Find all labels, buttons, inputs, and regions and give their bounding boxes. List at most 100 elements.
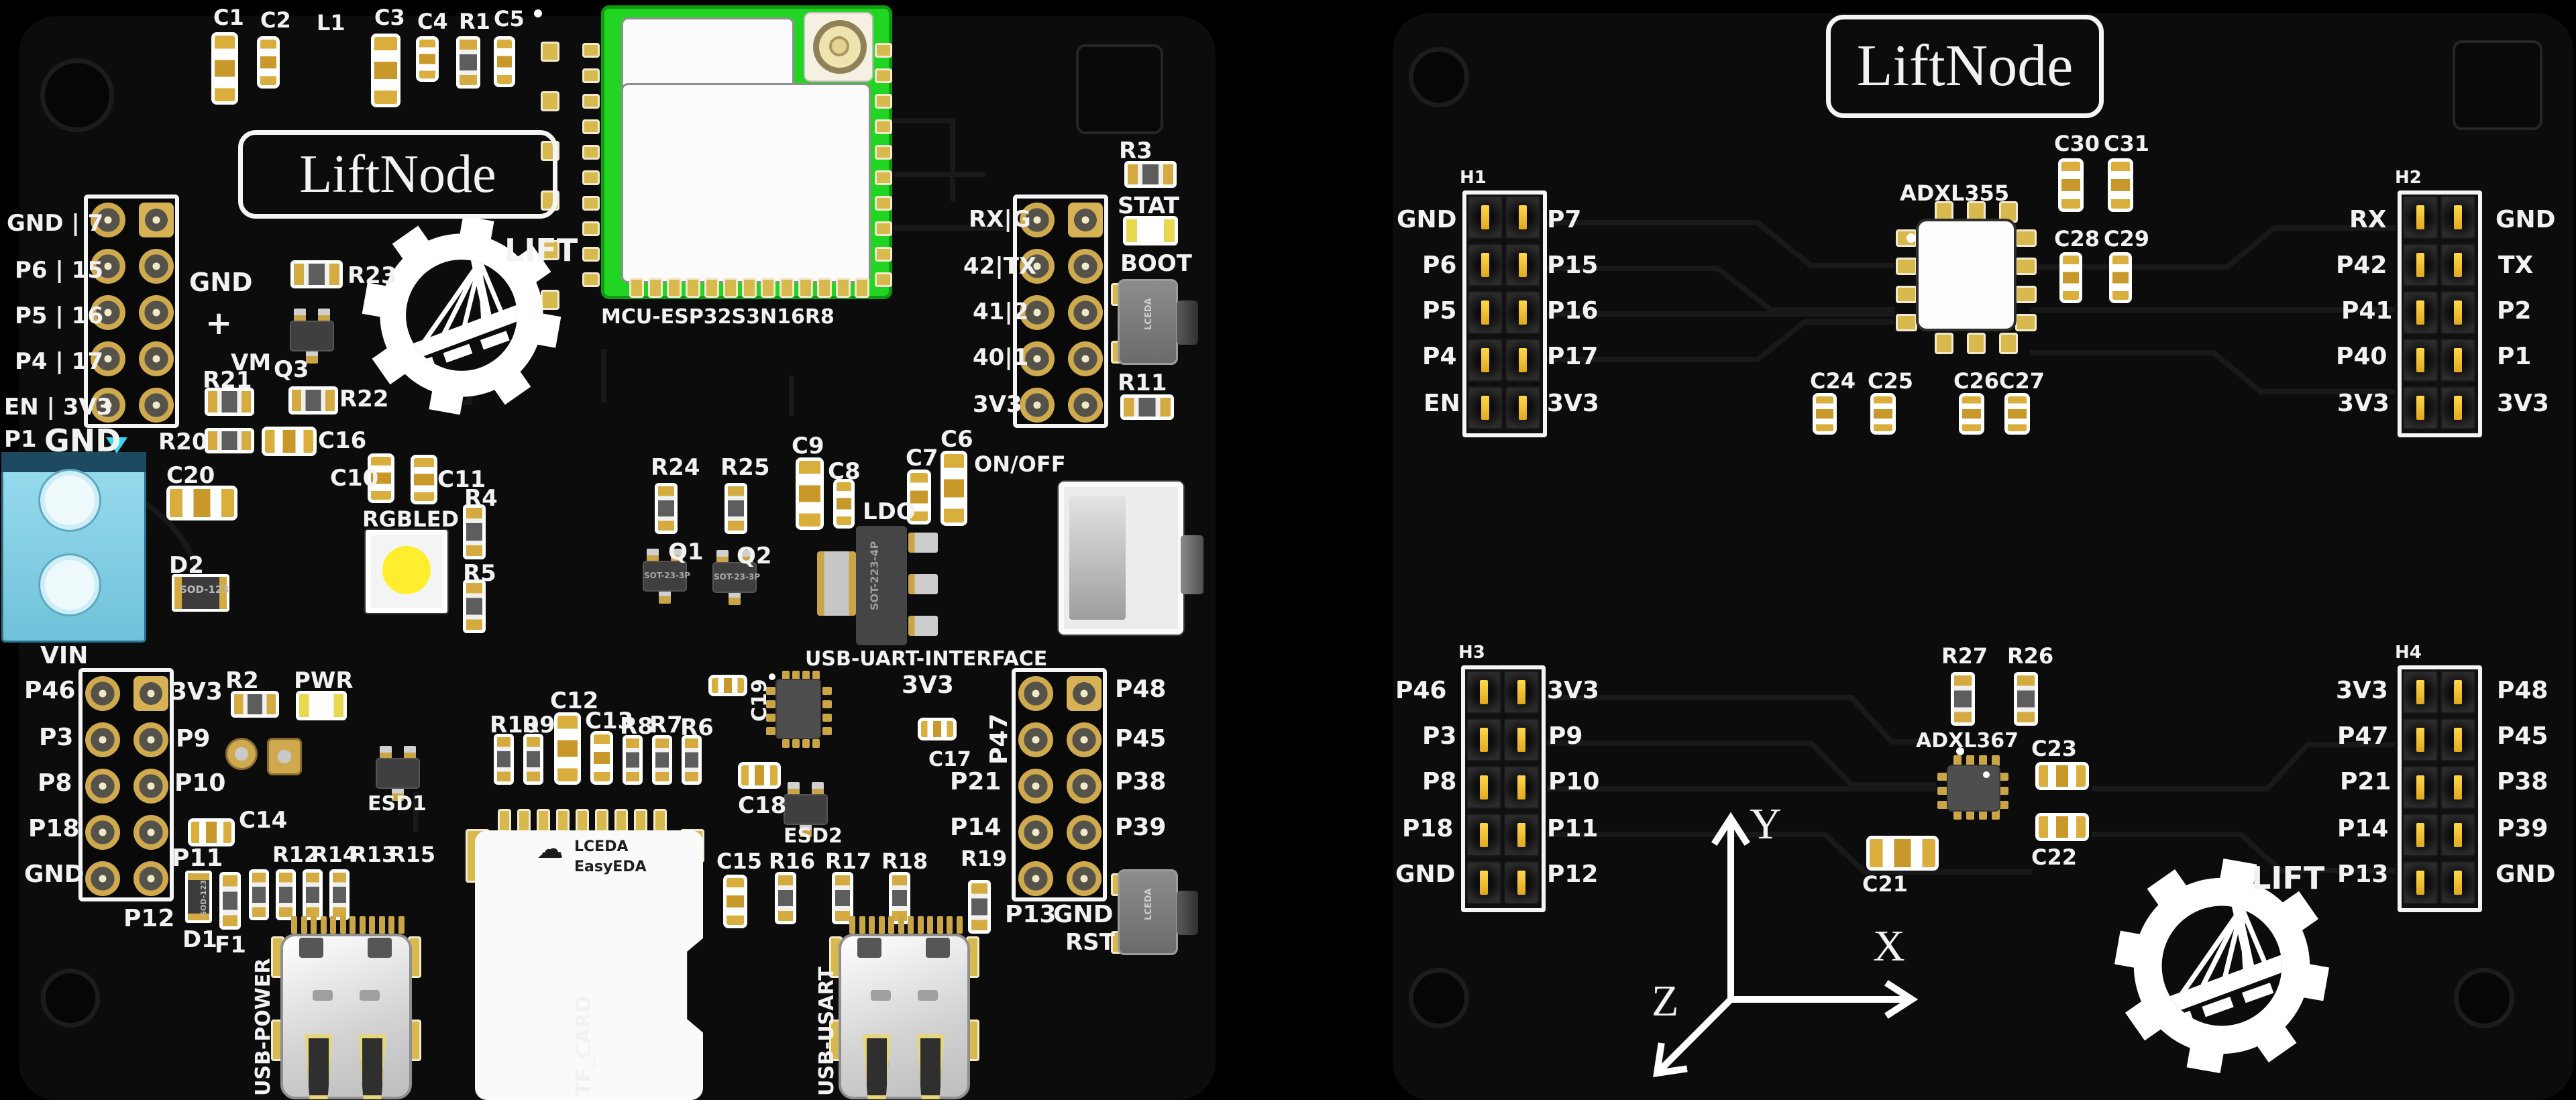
esp-pad [582,94,600,109]
silk-label: C4 [417,9,448,34]
capacitor [494,36,515,87]
fiducial-square [1076,44,1163,134]
socket-pin [1481,300,1489,325]
silk-label: 3V3 [902,671,954,699]
capacitor [1959,393,1984,435]
silk-label: C24 [1810,368,1856,394]
adxl-pad [1896,286,1917,303]
silk-label: P45 [1115,725,1167,753]
esp-pad [582,68,600,83]
silk-label: C6 [941,426,973,453]
adxl-pad [2015,258,2037,275]
socket-pin [2416,823,2424,847]
resistor [456,36,480,89]
silk-label: P17 [1547,343,1599,370]
silk-label: 3V3 [1547,390,1599,417]
uart-pad [812,671,820,679]
sot23-pad [729,592,741,605]
esp-pad [629,278,644,298]
adxl367-pad [1937,773,1948,781]
terminal-screw [40,555,99,614]
silk-label: C19 [748,679,771,722]
esp-pad [798,278,813,298]
socket-pin [2416,680,2424,704]
socket-pin [2454,775,2462,800]
capacitor [2059,252,2082,303]
silk-label: C1 [213,5,244,30]
silk-label: R10 [490,712,539,738]
gear-logo [2114,858,2330,1074]
adxl367-pad [1998,787,2008,795]
silk-label: C26 [1953,368,2000,394]
silk-label: R18 [881,848,928,874]
socket-cell [2440,718,2475,761]
silk-label: ESD1 [368,792,427,816]
silk-label: ADXL355 [1900,180,2010,206]
diode [185,871,212,923]
header-pad [1018,815,1053,850]
esp-pad [855,278,869,298]
usb-pin [360,916,366,934]
socket-pin [2454,823,2462,847]
capacitor [738,762,781,789]
silk-label: H1 [1460,168,1487,188]
adxl-pad [2015,229,2037,247]
silk-label: TF_CARD [572,995,596,1096]
usb-contact [360,990,380,1001]
silk-dot [534,9,542,17]
silk-label: R25 [720,454,770,481]
socket-pin [2454,396,2462,420]
resistor [463,580,486,633]
silk-label: Z [1652,977,1679,1026]
socket-pin [1519,300,1527,325]
mounting-hole [2454,968,2514,1028]
sot23-pad [647,549,659,563]
test-pad [541,91,559,111]
usb-pin [369,916,375,934]
uart-pad [766,727,775,735]
esp-pad [875,272,892,287]
socket-cell [1505,291,1540,334]
silk-label: P14 [950,814,1002,841]
header-pad [1020,388,1055,423]
silk-label: P46 [24,677,76,704]
resistor [288,386,338,415]
header-pad [1067,815,1102,850]
silk-label: C15 [716,848,763,874]
uart-chip [775,679,821,739]
silk-label: L1 [317,10,345,36]
capacitor [918,718,957,740]
pin1-dot [769,673,775,680]
silk-label: GND [1397,206,1457,233]
silk-label: P7 [1547,206,1582,233]
silk-label: R6 [680,714,714,741]
socket-cell [1504,718,1539,761]
capacitor [796,457,824,530]
mounting-hole [1409,47,1469,107]
esp-pad [875,221,892,236]
right-pcb-board [1393,13,2573,1100]
adxl367-chip [1947,765,2000,812]
silk-label: P4 [1422,343,1457,370]
capacitor [1813,393,1837,435]
adxl367-pad [1992,755,2000,766]
silk-label: P12 [1547,861,1599,888]
socket-pin [2454,253,2462,277]
silk-label: C5 [494,6,525,32]
silk-label: R23 [347,262,397,289]
socket-cell [2440,766,2475,809]
resistor [968,880,991,934]
usb-contact [918,990,938,1001]
socket-pin [2416,253,2424,277]
socket-pin [2416,396,2424,420]
diode [172,574,229,612]
silk-label: P42 [2336,252,2387,279]
silk-label: P48 [2497,677,2548,704]
silk-label: P2 [2497,297,2532,325]
uart-pad [812,739,820,748]
antenna-center [829,36,849,56]
silk-label: 3V3 [2497,390,2549,417]
silk-label: P6 | 15 [15,257,103,284]
socket-cell [2403,243,2438,286]
socket-pin [1519,253,1527,277]
